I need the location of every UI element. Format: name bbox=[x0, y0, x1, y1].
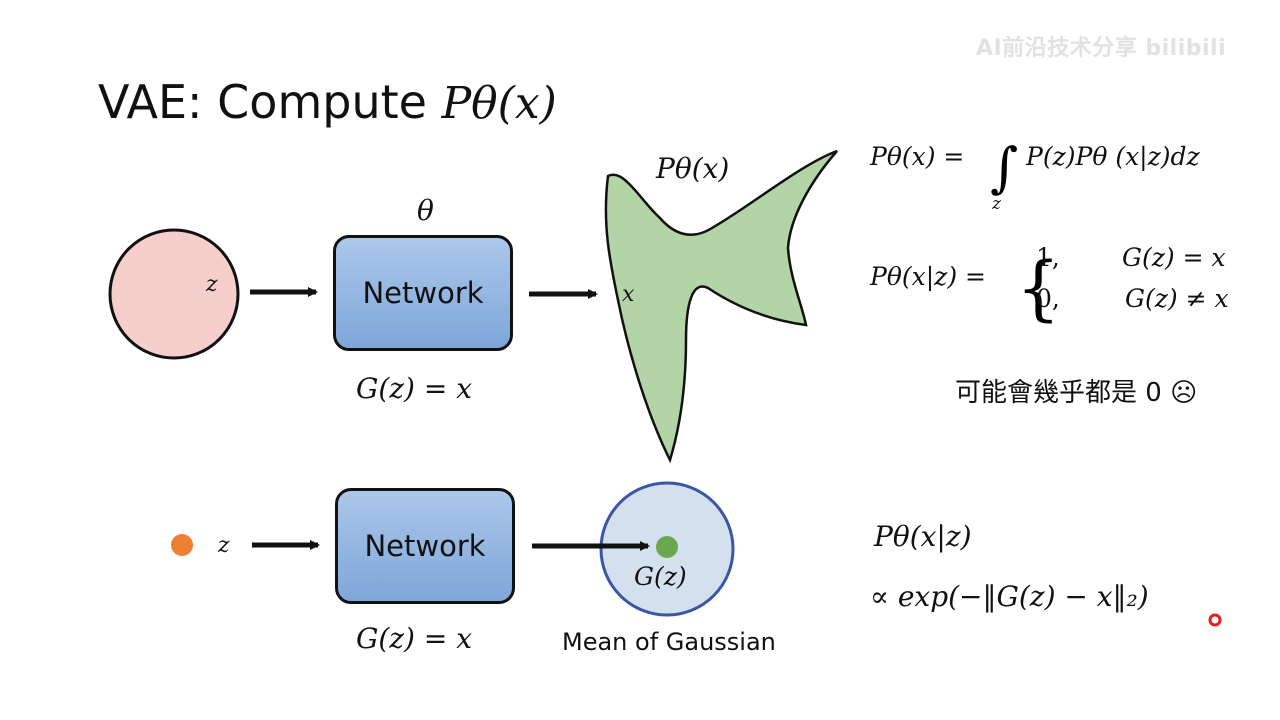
case2-condition: G(z) ≠ x bbox=[1125, 284, 1229, 313]
latent-point-dot bbox=[171, 534, 193, 556]
integral-sign: ∫ bbox=[990, 136, 1018, 199]
gaussian-caption: Mean of Gaussian bbox=[562, 628, 776, 656]
bottom-generator-label: G(z) = x bbox=[356, 622, 473, 655]
title-text: VAE: Compute bbox=[98, 75, 427, 129]
data-distribution-shape bbox=[604, 149, 838, 464]
network-label-bottom: Network bbox=[364, 529, 486, 563]
watermark: AI前沿技术分享 bilibili bbox=[976, 36, 1227, 61]
top-generator-label: G(z) = x bbox=[356, 372, 473, 405]
title-math: Pθ(x) bbox=[441, 78, 557, 129]
network-label-top: Network bbox=[362, 276, 484, 310]
case1-value: 1, bbox=[1036, 243, 1060, 272]
latent-distribution-circle bbox=[108, 228, 240, 360]
integral-lhs: Pθ(x) = bbox=[870, 142, 965, 171]
slide-title: VAE: Compute Pθ(x) bbox=[98, 72, 557, 134]
top-z-label: z bbox=[206, 272, 218, 297]
bottom-z-label: z bbox=[218, 533, 230, 558]
gz-label: G(z) bbox=[634, 562, 687, 591]
case2-value: 0, bbox=[1036, 284, 1060, 313]
note-text: 可能會幾乎都是 0 ☹ bbox=[955, 378, 1198, 408]
conditional-lhs: Pθ(x|z) = bbox=[870, 262, 986, 291]
gaussian-likelihood-lhs: Pθ(x|z) bbox=[874, 520, 972, 553]
integral-rhs: P(z)Pθ (x|z)dz bbox=[1026, 142, 1200, 171]
distribution-label: Pθ(x) bbox=[656, 152, 730, 185]
gaussian-mean-dot bbox=[656, 536, 678, 558]
gaussian-likelihood-rhs: ∝ exp(−‖G(z) − x‖₂) bbox=[870, 580, 1149, 613]
pointer-marker bbox=[1208, 613, 1222, 627]
integral-subscript: z bbox=[992, 194, 1001, 214]
network-box-bottom: Network bbox=[335, 488, 515, 604]
top-x-label: x bbox=[622, 282, 635, 307]
cases-brace: { bbox=[1016, 247, 1061, 329]
case1-condition: G(z) = x bbox=[1122, 243, 1226, 272]
network-box-top: Network bbox=[333, 235, 513, 351]
theta-label: θ bbox=[417, 194, 434, 227]
